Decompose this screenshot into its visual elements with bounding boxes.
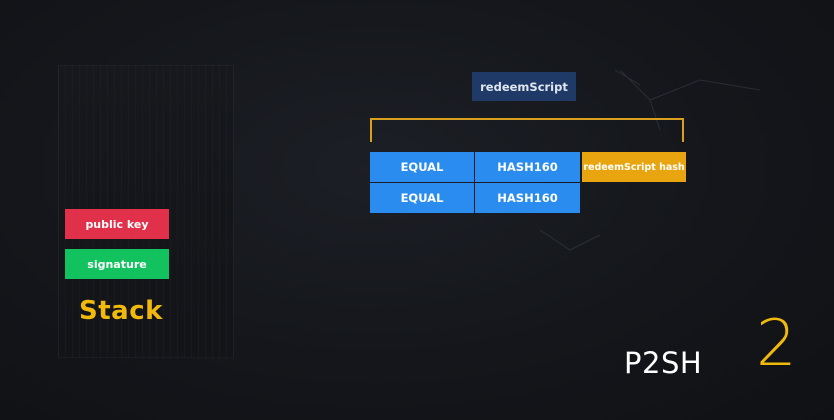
redeem-script-box: redeemScript bbox=[472, 72, 576, 101]
script-op-equal-row2: EQUAL bbox=[370, 183, 474, 213]
redeem-script-bracket bbox=[370, 118, 684, 142]
stack-item-public-key: public key bbox=[65, 209, 169, 239]
script-redeemscript-hash: redeemScript hash bbox=[582, 152, 686, 182]
script-op-hash160-row2: HASH160 bbox=[475, 183, 580, 213]
stack-title: Stack bbox=[79, 296, 163, 326]
script-op-hash160-row1: HASH160 bbox=[475, 152, 580, 182]
stack-item-signature: signature bbox=[65, 249, 169, 279]
step-number: 2 bbox=[756, 307, 797, 381]
p2sh-label: P2SH bbox=[624, 346, 703, 380]
script-op-equal-row1: EQUAL bbox=[370, 152, 474, 182]
